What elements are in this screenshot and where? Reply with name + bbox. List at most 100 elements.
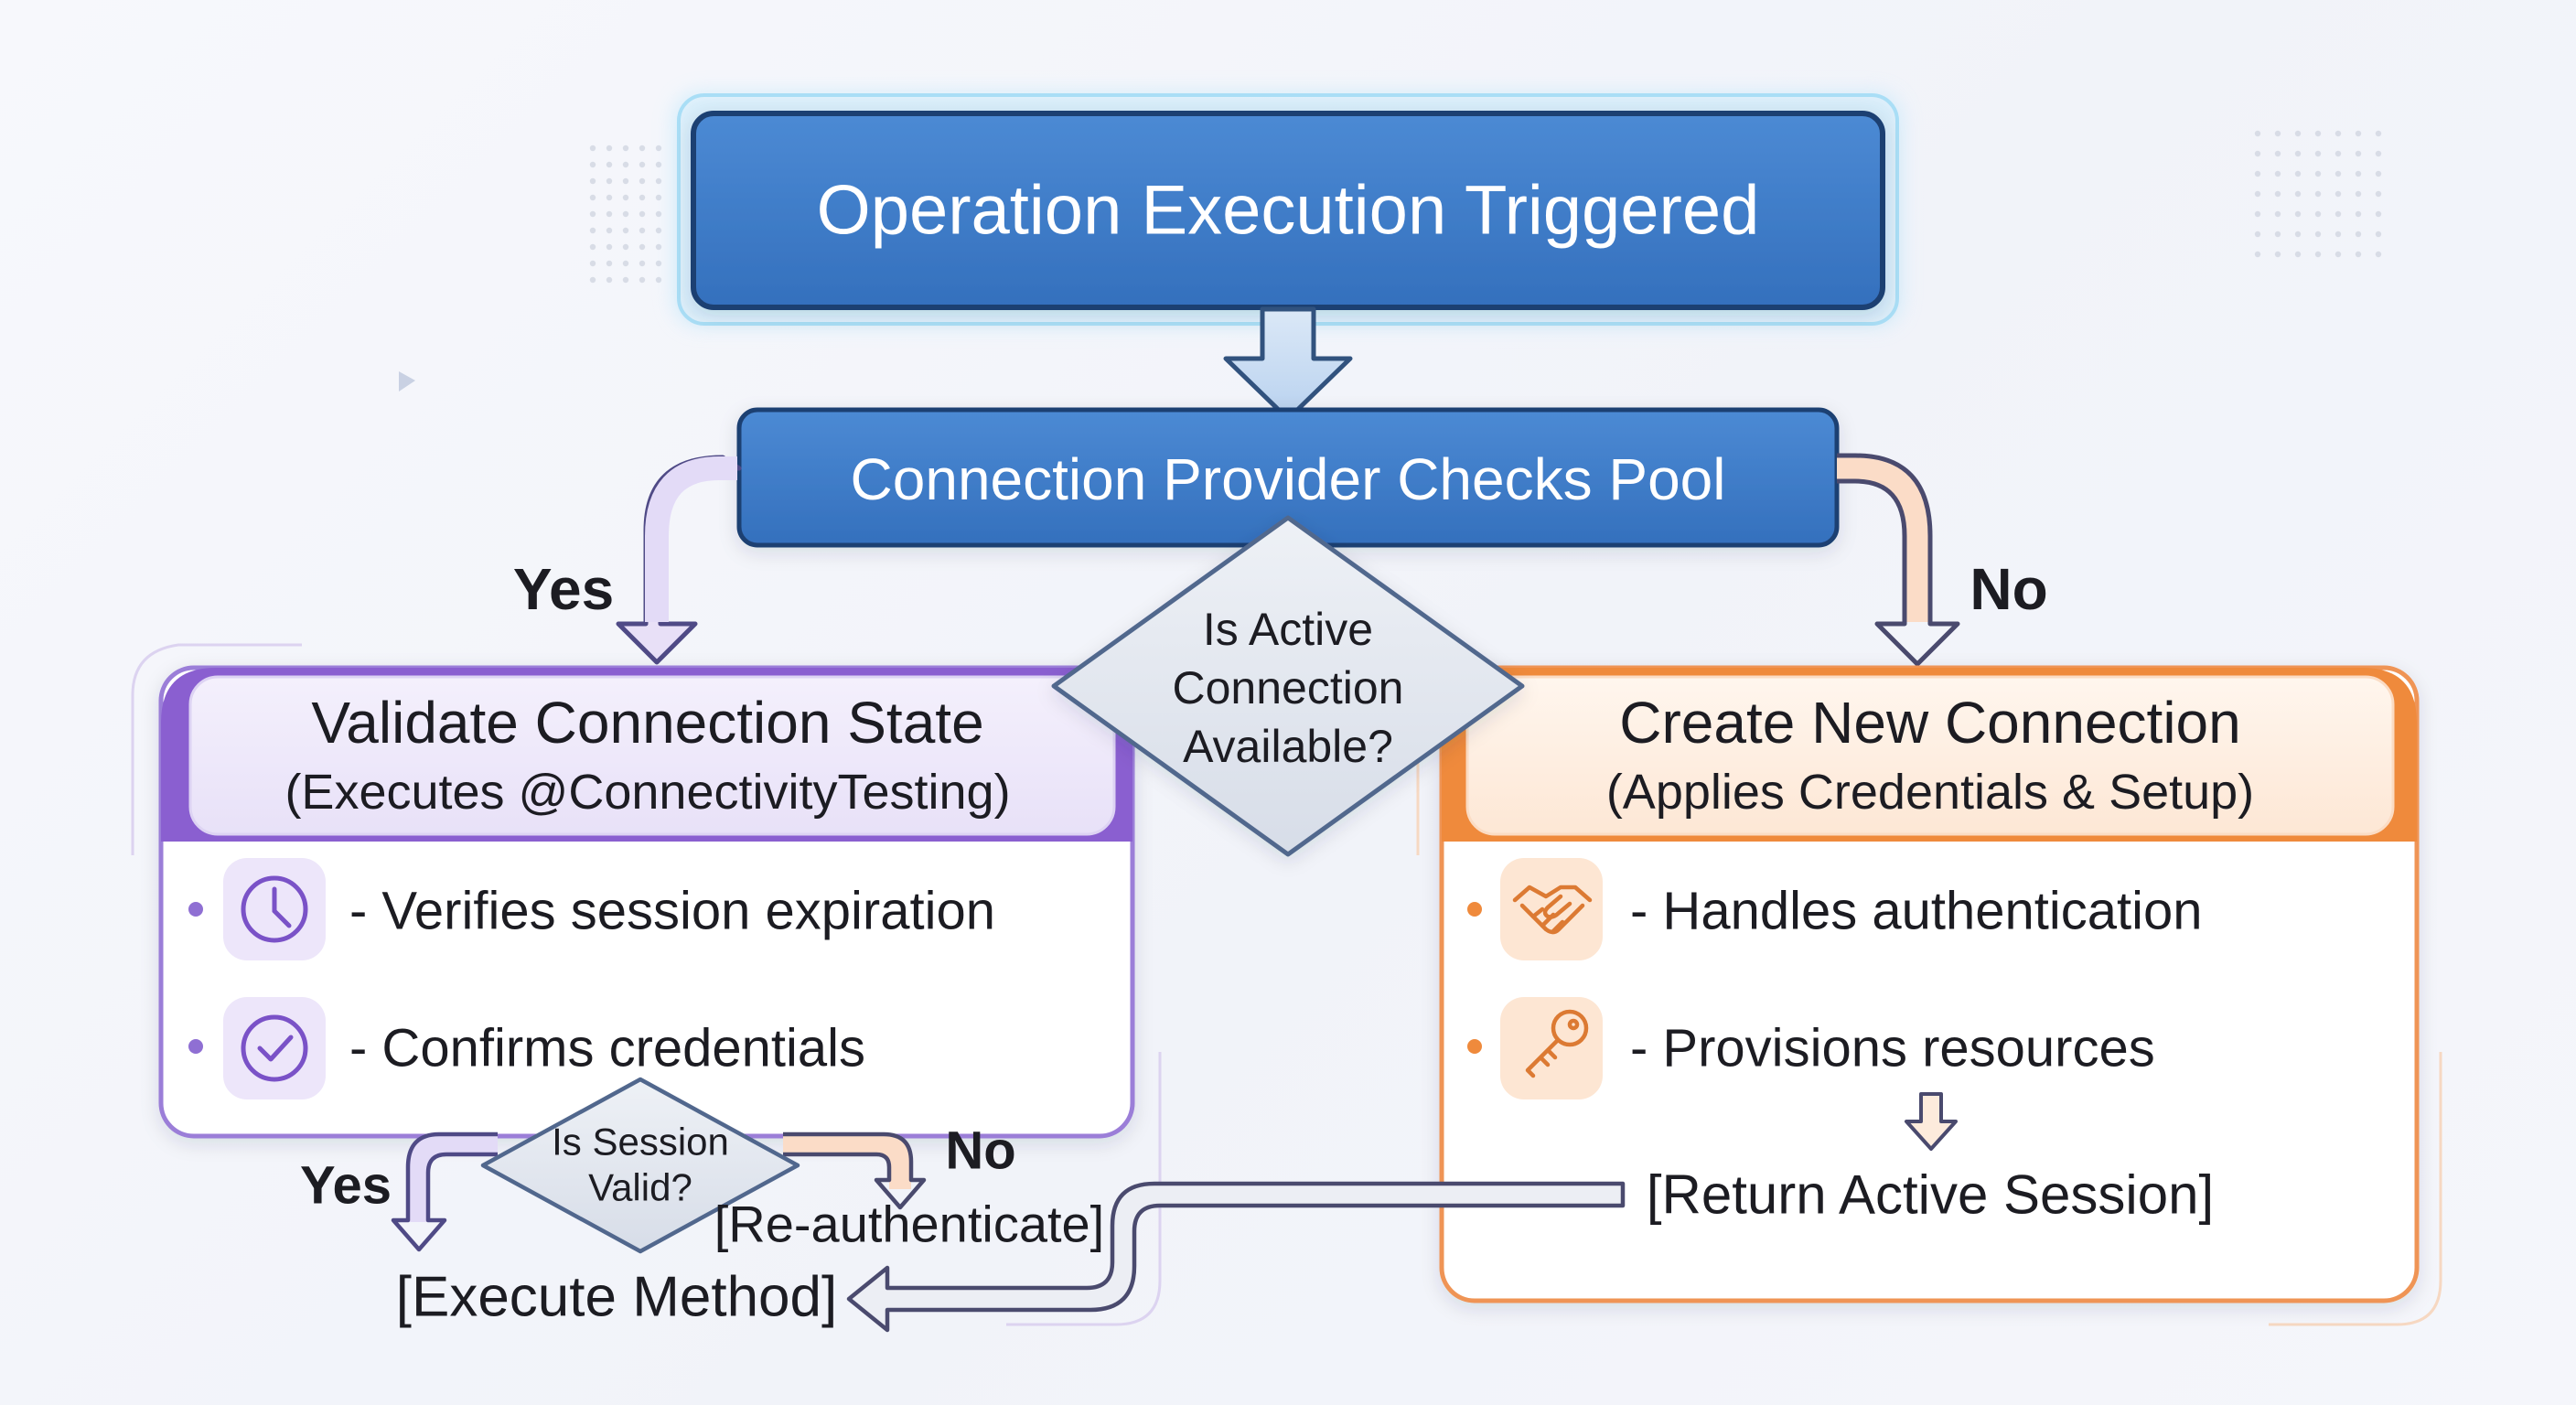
decorative-dot [606,145,613,152]
decorative-frame-left [131,643,302,855]
decorative-dot [622,243,629,251]
create-subtitle: (Applies Credentials & Setup) [1606,765,2254,820]
decorative-dot [606,161,613,168]
create-title: Create New Connection [1619,690,2240,756]
decorative-dot [639,243,646,251]
decorative-dot [2375,251,2382,258]
decorative-dot [2314,130,2322,137]
edge-label-yes: Yes [513,556,614,622]
decorative-dot [2294,170,2302,177]
handshake-icon-tile [1500,858,1603,960]
decorative-dot [2254,210,2261,218]
decorative-dot [606,276,613,284]
decorative-dot [589,161,596,168]
session-decision-line-2: Valid? [588,1166,692,1209]
decorative-dot [2355,210,2362,218]
decorative-dot [2355,190,2362,198]
decorative-dot [2375,231,2382,238]
edge-label-yes-session: Yes [300,1156,392,1216]
decorative-dot [2314,210,2322,218]
decorative-dot [606,210,613,218]
decorative-dot [655,227,662,234]
decorative-dot [2334,170,2342,177]
decorative-dot [2274,231,2281,238]
decorative-dots-left [589,145,662,284]
decorative-dot [589,227,596,234]
active-connection-decision: Is Active Connection Available? [1051,515,1525,857]
decorative-dot [622,161,629,168]
decorative-dot [2294,231,2302,238]
decorative-dot [639,210,646,218]
arrow-no-session [783,1132,927,1210]
decorative-dot [639,276,646,284]
decorative-dot [2375,130,2382,137]
decision-line-3: Available? [1183,721,1393,772]
decorative-dot [589,243,596,251]
decorative-dot [622,260,629,267]
decorative-dot [2334,210,2342,218]
clock-icon [241,875,308,943]
decorative-dot [655,243,662,251]
arrow-trigger-to-pool [1223,306,1353,422]
execute-method-label: [Execute Method] [396,1266,838,1329]
decorative-dot [2254,231,2261,238]
list-bullet [1467,1039,1482,1054]
decorative-dot [622,210,629,218]
decorative-dot [2375,210,2382,218]
decorative-dot [639,161,646,168]
validate-item-expiration: - Verifies session expiration [349,882,995,941]
decorative-dot [2334,190,2342,198]
decorative-dot [2314,190,2322,198]
decorative-dot [655,276,662,284]
decorative-dot [2375,150,2382,157]
validate-title: Validate Connection State [311,690,983,756]
arrow-no-main-body [1837,456,1929,622]
decorative-frame-right [2269,1052,2442,1326]
check-icon-tile [223,997,326,1099]
decorative-dot [2355,231,2362,238]
decorative-dot [2314,231,2322,238]
decorative-dot [655,210,662,218]
decorative-dot [2355,150,2362,157]
decorative-dot [655,260,662,267]
decorative-dot [2355,170,2362,177]
create-item-provisions: - Provisions resources [1630,1019,2155,1078]
decorative-dot [2254,251,2261,258]
decorative-dot [639,227,646,234]
decorative-dot [2334,150,2342,157]
return-session-label: [Return Active Session] [1647,1164,2214,1226]
decorative-dot [2254,170,2261,177]
decorative-dot [639,177,646,185]
decorative-dot [2274,210,2281,218]
decorative-dot [2334,231,2342,238]
decorative-dot [2294,130,2302,137]
validate-item-credentials: - Confirms credentials [349,1019,865,1078]
decorative-dot [2294,190,2302,198]
decorative-dot [2334,130,2342,137]
decorative-dot [589,145,596,152]
pool-label: Connection Provider Checks Pool [851,446,1726,512]
arrow-return-to-execute [846,1181,1626,1333]
decorative-dot [2314,170,2322,177]
arrow-to-return-session [1905,1092,1958,1151]
trigger-node: Operation Execution Triggered [672,91,1903,327]
decorative-dot [2355,130,2362,137]
create-item-authentication: - Handles authentication [1630,882,2203,941]
decorative-dot [606,260,613,267]
reauthenticate-label: [Re-authenticate] [714,1196,1104,1253]
decorative-dot [622,177,629,185]
arrow-no-main [1837,453,1960,667]
edge-label-no-session: No [945,1121,1015,1181]
create-card: Create New Connection (Applies Credentia… [1439,665,2420,1303]
decorative-dot [2294,150,2302,157]
arrow-yes-session-body [406,1132,498,1222]
edge-label-no: No [1970,556,2047,622]
validate-subtitle: (Executes @ConnectivityTesting) [284,765,1010,820]
decorative-dots-right [2254,130,2382,258]
decorative-dot [606,194,613,201]
decorative-dot [589,177,596,185]
decorative-dot [2355,251,2362,258]
decorative-dot [639,260,646,267]
decorative-triangle-icon [399,371,415,391]
